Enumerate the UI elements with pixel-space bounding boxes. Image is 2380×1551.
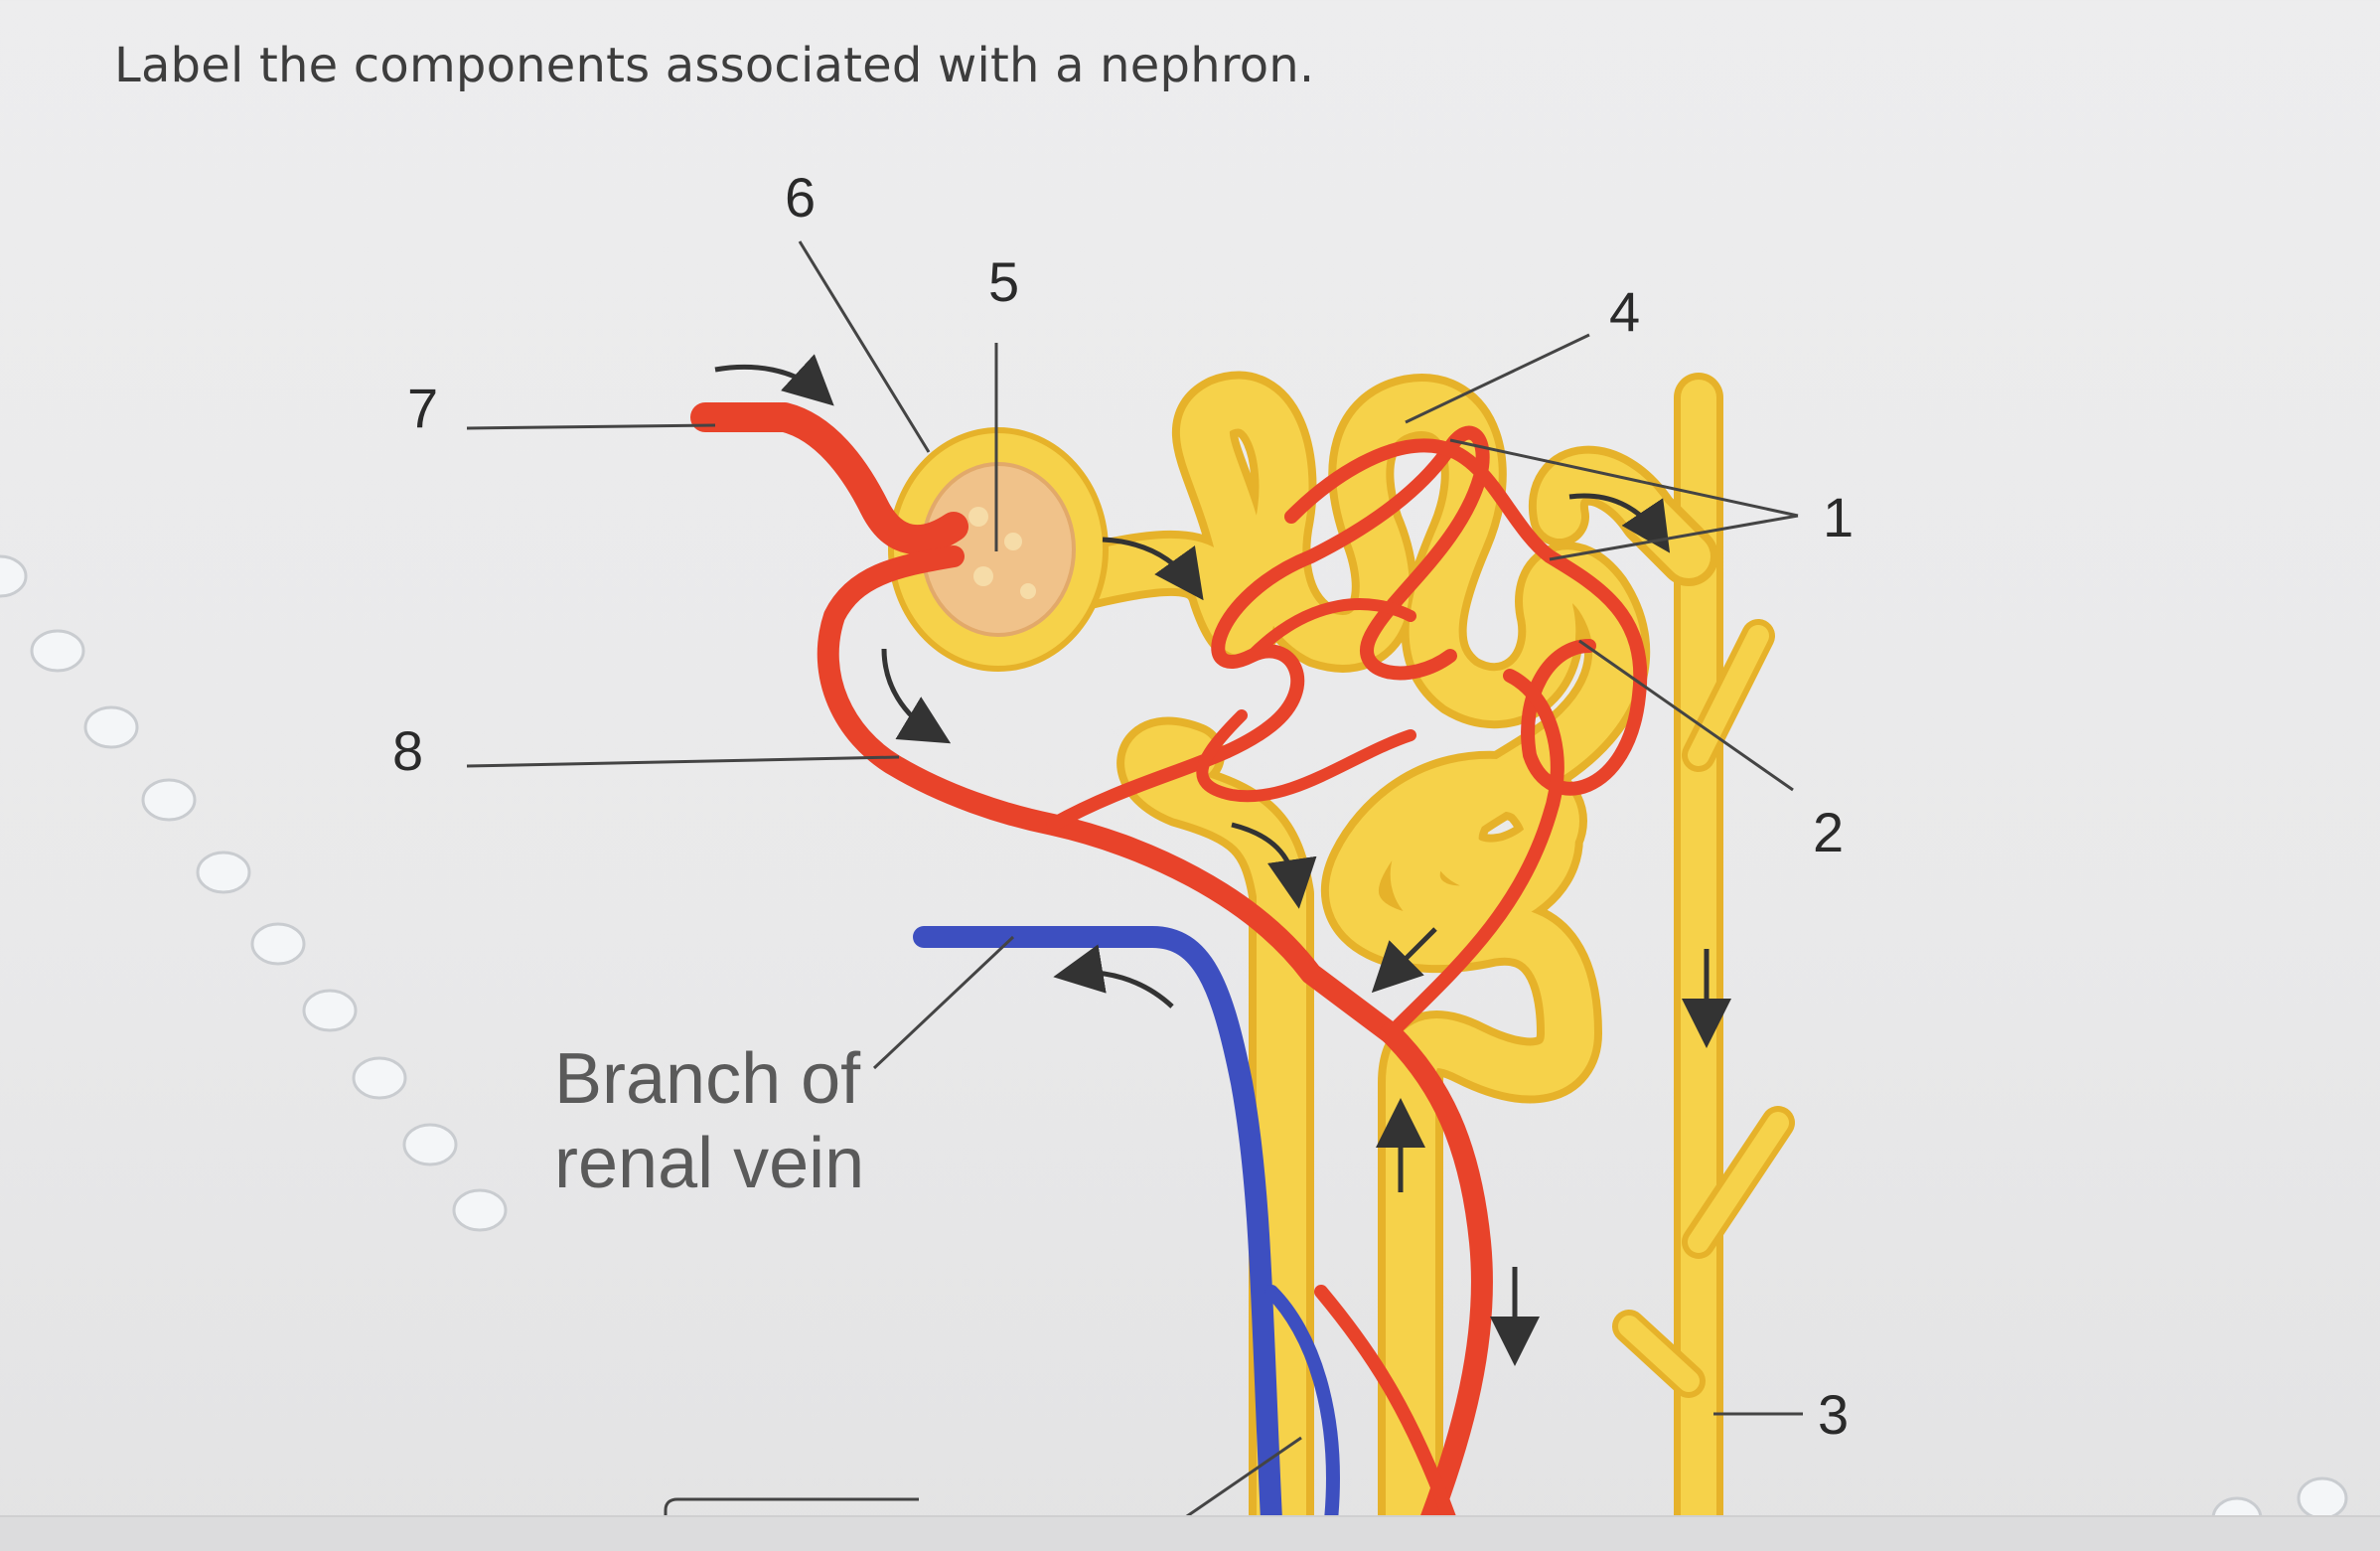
label-5: 5 <box>988 250 1019 313</box>
label-7: 7 <box>407 377 438 439</box>
label-3: 3 <box>1818 1383 1849 1446</box>
label-2: 2 <box>1813 801 1844 863</box>
branch-of-renal-vein-line1: Branch of <box>554 1039 861 1119</box>
bottom-edge <box>0 1515 2380 1551</box>
branch-of-renal-vein-line2: renal vein <box>554 1124 864 1203</box>
label-8: 8 <box>392 719 423 782</box>
label-6: 6 <box>785 166 816 229</box>
label-4: 4 <box>1609 280 1640 343</box>
glare-dots <box>0 556 2346 1538</box>
number-labels: 6 5 4 7 1 8 2 3 <box>392 166 1854 1446</box>
label-1: 1 <box>1823 486 1854 548</box>
leader-lines <box>467 241 1803 1543</box>
